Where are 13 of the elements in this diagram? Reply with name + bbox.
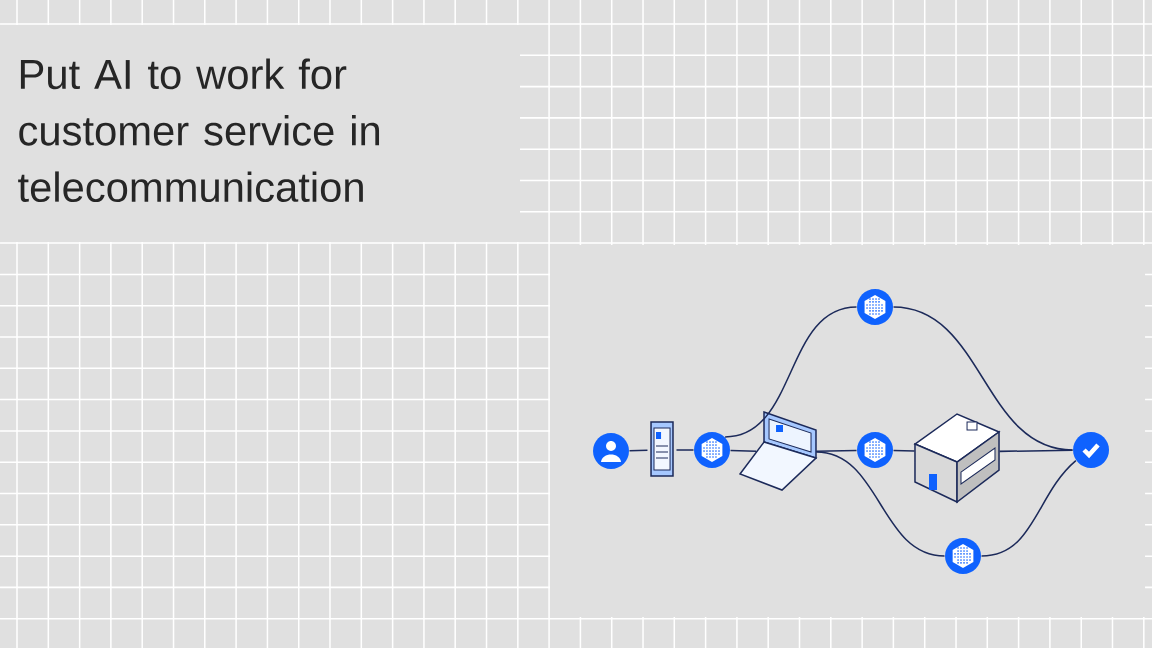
checkmark-icon bbox=[1073, 432, 1110, 468]
connector-line bbox=[675, 449, 695, 451]
title: Put AI to work for customer service in telecommunication bbox=[18, 58, 379, 203]
connector-line bbox=[892, 449, 916, 452]
connector-line bbox=[628, 449, 649, 452]
person-icon bbox=[593, 433, 629, 469]
connector-line bbox=[998, 449, 1074, 453]
connector-line bbox=[892, 306, 1074, 451]
connector-line bbox=[724, 306, 858, 438]
connector-line bbox=[980, 459, 1077, 557]
connector-line bbox=[815, 451, 946, 557]
phone-drawing bbox=[650, 421, 674, 477]
connector-line bbox=[729, 449, 757, 452]
